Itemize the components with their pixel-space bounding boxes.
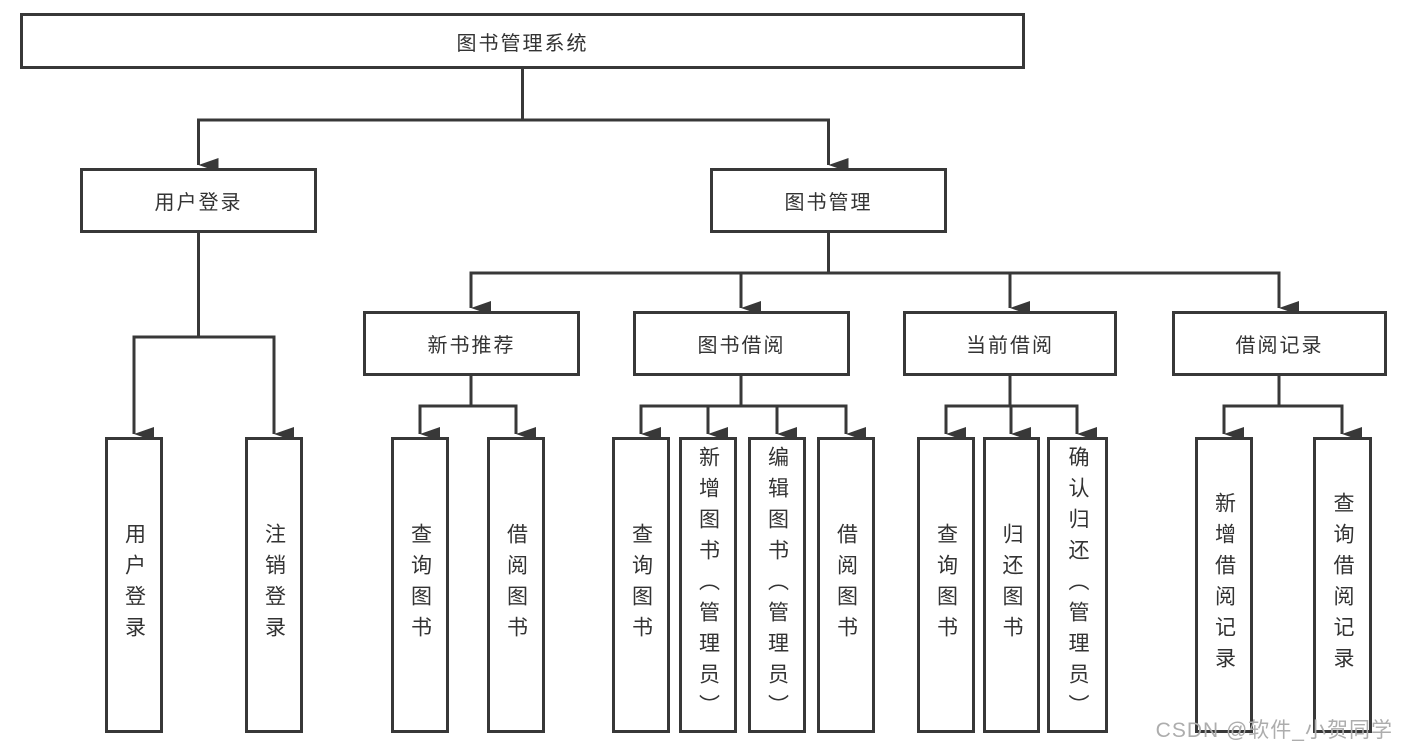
leaf-query-books-recommend: 查询图书 bbox=[391, 437, 449, 733]
node-current-borrowing: 当前借阅 bbox=[903, 311, 1117, 376]
node-label: 当前借阅 bbox=[966, 335, 1054, 357]
leaf-label: 借阅图书 bbox=[834, 523, 858, 647]
leaf-edit-books-admin: 编辑图书（管理员） bbox=[748, 437, 806, 733]
csdn-watermark: CSDN @软件_小贺同学 bbox=[1155, 719, 1393, 742]
node-book-borrowing: 图书借阅 bbox=[633, 311, 850, 376]
leaf-label: 查询图书 bbox=[934, 523, 958, 647]
leaf-logout: 注销登录 bbox=[245, 437, 303, 733]
leaf-borrow-books: 借阅图书 bbox=[817, 437, 875, 733]
leaf-label: 查询图书 bbox=[629, 523, 653, 647]
leaf-borrow-books-recommend: 借阅图书 bbox=[487, 437, 545, 733]
node-new-book-recommendation: 新书推荐 bbox=[363, 311, 580, 376]
leaf-query-borrow-record: 查询借阅记录 bbox=[1313, 437, 1372, 733]
leaf-label: 注销登录 bbox=[262, 523, 286, 647]
leaf-label: 用户登录 bbox=[122, 523, 146, 647]
node-user-login: 用户登录 bbox=[80, 168, 317, 233]
node-library-system-root: 图书管理系统 bbox=[20, 13, 1025, 69]
leaf-label: 新增借阅记录 bbox=[1212, 492, 1236, 678]
node-book-management: 图书管理 bbox=[710, 168, 947, 233]
node-label: 图书借阅 bbox=[697, 335, 786, 357]
leaf-add-borrow-record: 新增借阅记录 bbox=[1195, 437, 1253, 733]
leaf-label: 借阅图书 bbox=[504, 523, 528, 647]
leaf-query-books-borrow: 查询图书 bbox=[612, 437, 670, 733]
leaf-label: 查询图书 bbox=[408, 523, 432, 647]
leaf-label: 查询借阅记录 bbox=[1331, 492, 1354, 678]
node-label: 用户登录 bbox=[154, 192, 243, 214]
node-label: 新书推荐 bbox=[427, 335, 516, 357]
leaf-add-books-admin: 新增图书（管理员） bbox=[679, 437, 737, 733]
leaf-label: 归还图书 bbox=[1000, 523, 1023, 647]
leaf-return-books: 归还图书 bbox=[983, 437, 1040, 733]
leaf-confirm-return-admin: 确认归还（管理员） bbox=[1047, 437, 1108, 733]
leaf-label: 编辑图书（管理员） bbox=[765, 445, 789, 725]
leaf-label: 确认归还（管理员） bbox=[1066, 445, 1089, 725]
node-label: 图书管理 bbox=[784, 192, 873, 214]
node-borrowing-records: 借阅记录 bbox=[1172, 311, 1387, 376]
node-label: 借阅记录 bbox=[1235, 335, 1324, 357]
leaf-user-login: 用户登录 bbox=[105, 437, 163, 733]
leaf-label: 新增图书（管理员） bbox=[696, 445, 720, 725]
node-label: 图书管理系统 bbox=[456, 32, 589, 55]
leaf-query-books-current: 查询图书 bbox=[917, 437, 975, 733]
